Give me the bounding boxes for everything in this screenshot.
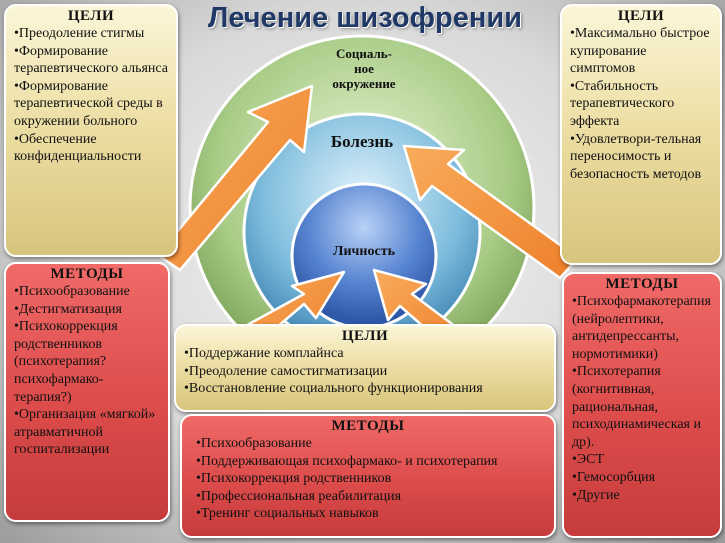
top-left-goals-box: ЦЕЛИ •Преодоление стигмы •Формирование т… bbox=[4, 4, 178, 257]
list-item: •Профессиональная реабилитация bbox=[196, 488, 402, 504]
center-goals-heading: ЦЕЛИ bbox=[341, 328, 389, 344]
center-methods-box: МЕТОДЫ •Психообразование •Поддерживающая… bbox=[180, 414, 556, 538]
list-item: •Гемосорбция bbox=[572, 469, 656, 485]
list-item: •Дестигматизация bbox=[14, 301, 122, 317]
inner-circle-label: Личность bbox=[333, 244, 395, 259]
right-methods-heading: МЕТОДЫ bbox=[605, 276, 679, 292]
list-item: •Организация «мягкой» атравматичной госп… bbox=[14, 407, 156, 458]
top-right-goals-heading: ЦЕЛИ bbox=[617, 8, 665, 24]
list-item: •Тренинг социальных навыков bbox=[196, 506, 379, 522]
list-item: •Психообразование bbox=[196, 436, 312, 451]
list-item: •Восстановление социального функциониров… bbox=[184, 381, 483, 397]
list-item: •Удовлетвори-тельная переносимость и без… bbox=[570, 131, 702, 182]
page-title: Лечение шизофрении bbox=[207, 2, 523, 34]
arrow-right-up-icon bbox=[402, 144, 580, 280]
list-item: •Преодоление самостигматизации bbox=[184, 363, 388, 379]
list-item: •Психотерапия (когнитивная, рациональная… bbox=[572, 364, 701, 450]
top-left-goals-heading: ЦЕЛИ bbox=[67, 8, 115, 24]
top-right-goals-box: ЦЕЛИ •Максимально быстрое купирование си… bbox=[560, 4, 722, 265]
list-item: •Поддерживающая психофармако- и психотер… bbox=[196, 453, 498, 469]
right-methods-box: МЕТОДЫ •Психофармакотерапия (нейролептик… bbox=[562, 272, 722, 538]
list-item: •Формирование терапевтической среды в ок… bbox=[14, 78, 163, 129]
list-item: •Другие bbox=[572, 487, 620, 503]
arrow-left-up-icon bbox=[156, 84, 314, 272]
list-item: •ЭСТ bbox=[572, 452, 605, 468]
list-item: •Психообразование bbox=[14, 284, 130, 299]
list-item: •Поддержание комплайнса bbox=[184, 346, 344, 361]
center-methods-heading: МЕТОДЫ bbox=[331, 418, 405, 434]
center-goals-box: ЦЕЛИ •Поддержание комплайнса •Преодолени… bbox=[174, 324, 556, 412]
left-methods-heading: МЕТОДЫ bbox=[50, 266, 124, 282]
middle-ring-label: Болезнь bbox=[330, 132, 394, 151]
list-item: •Максимально быстрое купирование симптом… bbox=[570, 26, 710, 77]
list-item: •Стабильность терапевтического эффекта bbox=[570, 78, 675, 129]
list-item: •Психофармакотерапия (нейролептики, анти… bbox=[572, 294, 711, 362]
left-methods-box: МЕТОДЫ •Психообразование •Дестигматизаци… bbox=[4, 262, 170, 522]
list-item: •Обеспечение конфиденциальности bbox=[14, 131, 142, 165]
outer-ring-label: Социаль- ное окружение bbox=[332, 46, 396, 91]
list-item: •Формирование терапевтического альянса bbox=[14, 43, 168, 77]
list-item: •Психокоррекция родственников bbox=[196, 471, 392, 487]
list-item: •Преодоление стигмы bbox=[14, 26, 145, 41]
list-item: •Психокоррекция родственников (психотера… bbox=[14, 319, 118, 405]
